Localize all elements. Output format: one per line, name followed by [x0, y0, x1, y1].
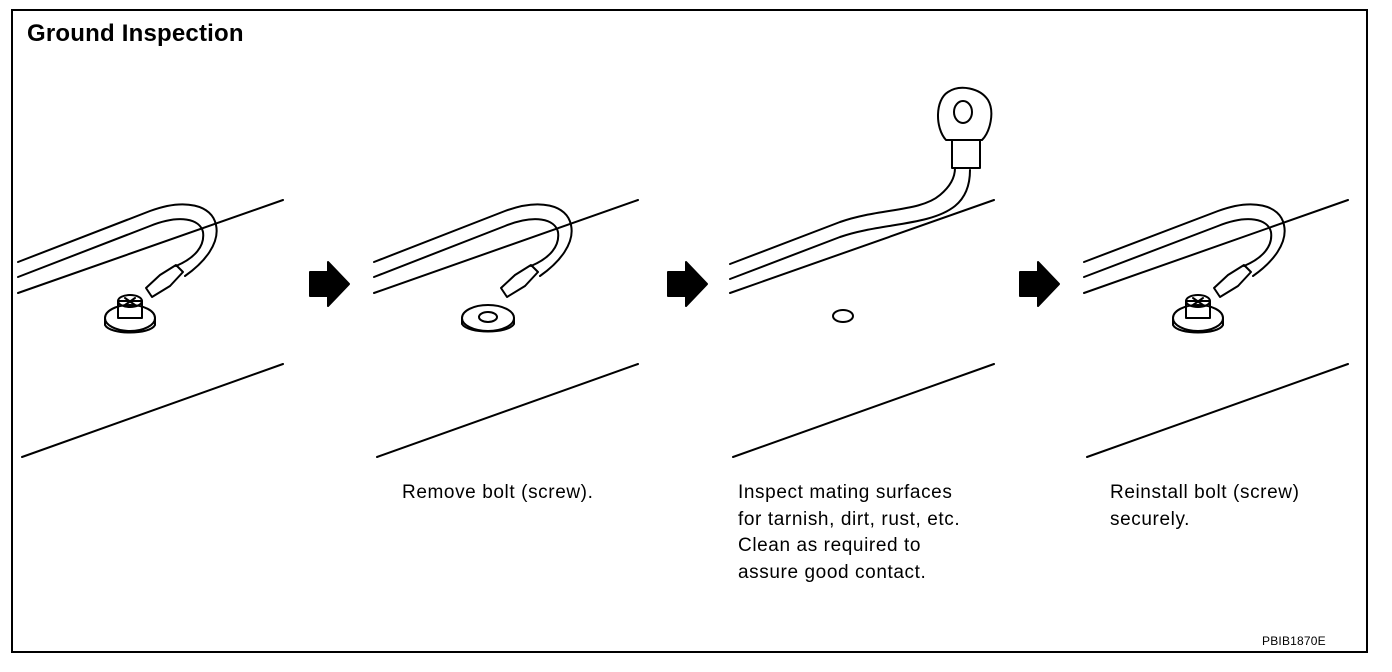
step-4-caption: Reinstall bolt (screw) securely. [1110, 482, 1300, 530]
bolt-cross-icon [124, 297, 136, 306]
step-3-caption: Inspect mating surfaces for tarnish, dir… [738, 482, 961, 583]
panel-3-inspect-surfaces [729, 86, 995, 458]
figure-code: PBIB1870E [1262, 634, 1326, 648]
panel-2-bolt-removed [373, 199, 639, 458]
bolt-cross-icon [1192, 297, 1204, 306]
panel-4-bolt-reinstalled [1083, 199, 1349, 458]
ground-cable [1083, 203, 1286, 277]
diagram-frame [11, 9, 1368, 653]
mounting-hole [832, 309, 854, 323]
step-2-caption: Remove bolt (screw). [402, 482, 594, 503]
bolt-head [117, 300, 143, 319]
panel-surface-edge-top [729, 199, 995, 294]
panel-surface-edge-bottom [376, 363, 639, 458]
diagram-title: Ground Inspection [27, 20, 244, 47]
panel-surface-edge-bottom [732, 363, 995, 458]
terminal-eye [461, 304, 515, 332]
panel-surface-edge-top [373, 199, 639, 294]
cable-crimp-sleeve [145, 264, 184, 298]
terminal-hole [478, 311, 498, 323]
step-arrow-icon [667, 261, 708, 307]
cable-crimp-sleeve [500, 264, 539, 298]
step-arrow-icon [309, 261, 350, 307]
cable-crimp-sleeve [951, 139, 981, 169]
ground-cable [17, 203, 218, 277]
panel-surface-edge-top [17, 199, 284, 294]
panel-surface-edge-bottom [1086, 363, 1349, 458]
terminal-eye [937, 86, 993, 141]
ground-cable [729, 167, 956, 265]
terminal-hole [953, 100, 973, 124]
step-arrow-icon [1019, 261, 1060, 307]
bolt-head [1185, 300, 1211, 319]
cable-crimp-sleeve [1213, 264, 1252, 298]
ground-cable [373, 203, 573, 277]
panel-1-installed-terminal [17, 199, 284, 458]
panel-surface-edge-bottom [21, 363, 284, 458]
panel-surface-edge-top [1083, 199, 1349, 294]
